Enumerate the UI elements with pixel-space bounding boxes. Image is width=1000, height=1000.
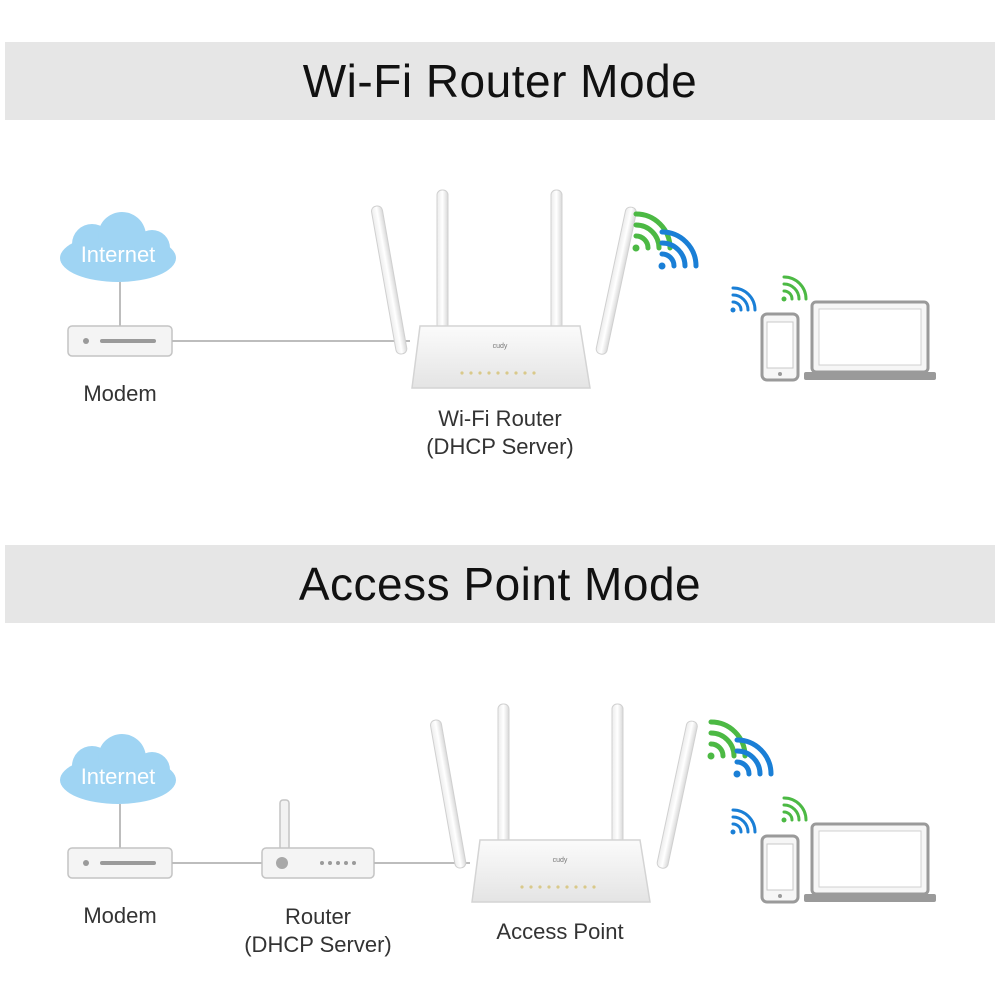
section2-router-label: Router (DHCP Server) xyxy=(218,903,418,959)
section1-router-label: Wi-Fi Router (DHCP Server) xyxy=(400,405,600,461)
access-point-wifi-signal-icon xyxy=(707,719,774,778)
router-leds xyxy=(460,371,536,375)
section2-title: Access Point Mode xyxy=(298,558,702,610)
smartphone-icon xyxy=(760,834,800,904)
router-antennas xyxy=(371,189,637,355)
smartphone-icon xyxy=(760,312,800,382)
internet-cloud-label: Internet xyxy=(81,242,156,267)
section2-header: Access Point Mode xyxy=(5,545,995,623)
section2-modem-label: Modem xyxy=(83,903,157,928)
access-point-leds xyxy=(520,885,596,889)
internet-cloud-icon: Internet xyxy=(60,212,176,282)
laptop-icon xyxy=(804,300,936,380)
section2-router-label-line2: (DHCP Server) xyxy=(244,932,392,957)
phone-wifi-signal-icon xyxy=(730,808,757,835)
laptop-icon xyxy=(804,822,936,902)
internet-cloud-label: Internet xyxy=(81,764,156,789)
router-wifi-signal-icon xyxy=(632,211,699,270)
router-brand-mark: cudy xyxy=(493,343,508,350)
section1-router-label-line1: Wi-Fi Router xyxy=(438,406,562,431)
wifi-router-icon: cudy xyxy=(371,189,637,389)
phone-wifi-signal-icon xyxy=(730,286,757,313)
small-router-icon xyxy=(261,799,375,879)
internet-cloud-icon: Internet xyxy=(60,734,176,804)
section1-title: Wi-Fi Router Mode xyxy=(302,55,698,107)
access-point-brand-mark: cudy xyxy=(553,857,568,864)
modem-icon xyxy=(67,847,173,879)
laptop-wifi-signal-icon xyxy=(781,275,808,302)
section2-ap-label: Access Point xyxy=(496,919,624,944)
section1-header: Wi-Fi Router Mode xyxy=(5,42,995,120)
section2-router-label-line1: Router xyxy=(284,904,352,929)
section1-modem-label: Modem xyxy=(83,381,157,406)
access-point-icon: cudy xyxy=(430,703,698,903)
access-point-antennas xyxy=(430,703,698,869)
laptop-wifi-signal-icon xyxy=(781,796,808,823)
section1-router-label-line2: (DHCP Server) xyxy=(426,434,574,459)
